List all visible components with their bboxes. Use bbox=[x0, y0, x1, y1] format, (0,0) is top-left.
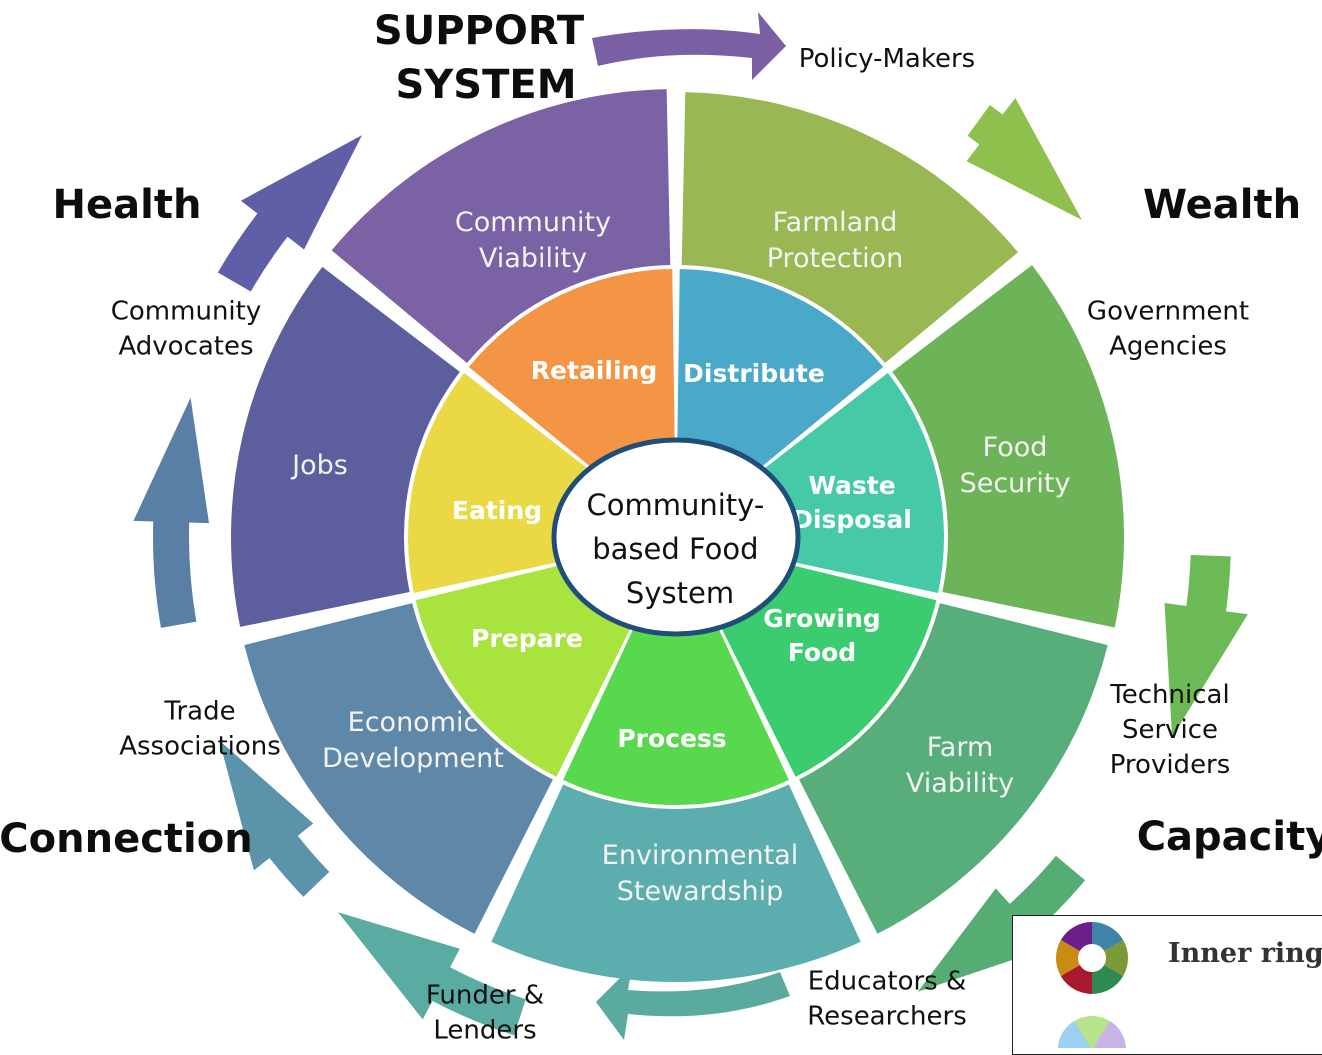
pillar-labels: SUPPORT SYSTEM Health Wealth Connection … bbox=[0, 8, 1322, 862]
pillar-wealth: Wealth bbox=[1143, 182, 1301, 228]
stakeholder-policy-makers: Policy-Makers bbox=[799, 44, 975, 74]
inner-label-distribute: Distribute bbox=[683, 359, 825, 388]
outer-segment-food-security bbox=[892, 265, 1124, 628]
arrow-support-to-policy bbox=[592, 12, 786, 80]
center-circle: Community- based Food System bbox=[551, 437, 801, 637]
arrow-bottom-left bbox=[338, 912, 526, 1036]
pillar-connection: Connection bbox=[0, 816, 253, 862]
arrow-left-up bbox=[133, 397, 210, 628]
inner-label-prepare: Prepare bbox=[471, 624, 583, 653]
legend-donut-segment bbox=[1060, 922, 1092, 951]
outer-segment-farm-viability bbox=[799, 603, 1108, 934]
pillar-capacity: Capacity bbox=[1137, 814, 1322, 860]
inner-label-process: Process bbox=[617, 724, 726, 753]
outer-segment-environmental-stewardship bbox=[491, 784, 861, 982]
legend-donut-2-segment bbox=[1093, 1021, 1126, 1048]
inner-label-eating: Eating bbox=[452, 496, 542, 525]
stakeholder-educators-researchers: Educators &Researchers bbox=[807, 967, 967, 1032]
legend-donut-segment bbox=[1104, 940, 1128, 976]
inner-segment-process bbox=[563, 537, 789, 805]
arrow-to-connection bbox=[219, 740, 330, 897]
pillar-support-system: SUPPORT SYSTEM bbox=[374, 8, 598, 108]
legend-text: Inner ring - bbox=[1168, 938, 1322, 969]
outer-segment-farmland-protection bbox=[681, 92, 1019, 363]
stakeholder-funder-lenders: Funder &Lenders bbox=[426, 981, 544, 1046]
cycle-arrows bbox=[133, 12, 1248, 1040]
outer-label-jobs: Jobs bbox=[290, 450, 348, 481]
legend-donut-icon bbox=[1056, 922, 1128, 1048]
legend-donut-segment bbox=[1056, 940, 1080, 976]
arrow-to-capacity bbox=[917, 855, 1086, 992]
outer-segment-jobs bbox=[231, 266, 460, 627]
center-label: Community- based Food System bbox=[586, 488, 773, 610]
legend-donut-segment bbox=[1092, 965, 1124, 994]
legend-donut-segment bbox=[1060, 965, 1092, 994]
arrow-wealth-down bbox=[1164, 554, 1248, 738]
pillar-health: Health bbox=[53, 182, 202, 228]
arrow-to-wealth bbox=[966, 97, 1082, 220]
inner-label-retailing: Retailing bbox=[531, 356, 657, 385]
legend-donut-2-segment bbox=[1058, 1021, 1091, 1048]
center-ellipse bbox=[551, 437, 801, 637]
outer-segment-community-viability bbox=[331, 89, 671, 363]
arrow-health-up bbox=[217, 135, 363, 292]
legend-donut-segment bbox=[1092, 922, 1124, 951]
outer-segment-economic-development bbox=[244, 603, 553, 934]
arrow-educators-to-funders bbox=[596, 966, 790, 1040]
